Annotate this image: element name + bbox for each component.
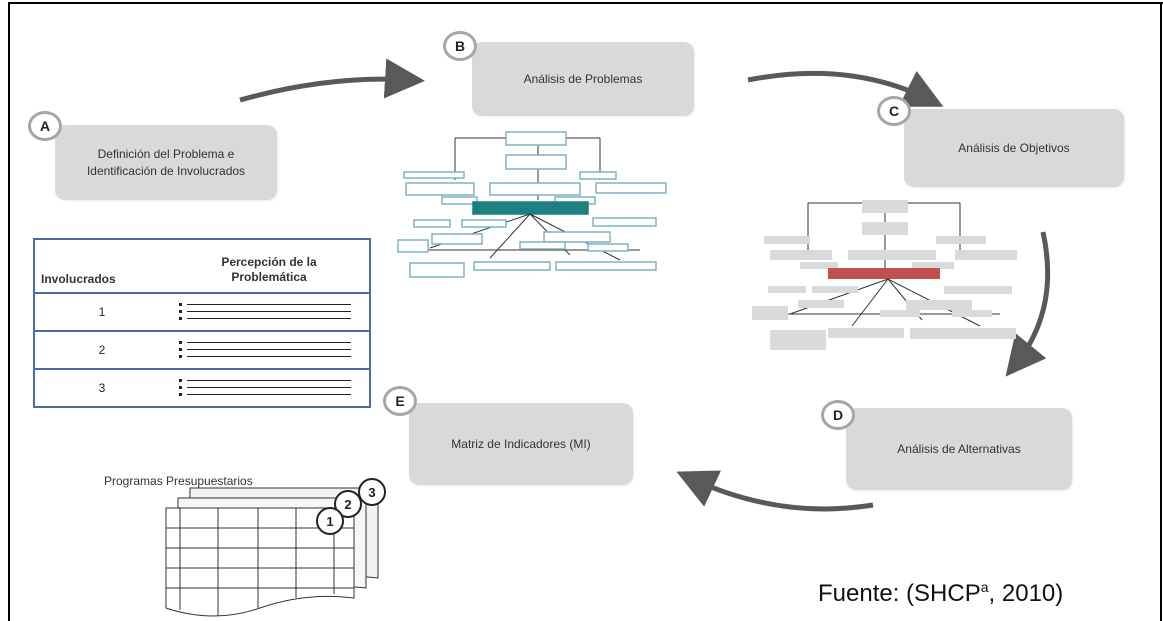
- step-a-badge: A: [28, 111, 62, 141]
- step-a-label-line1: Definición del Problema e: [97, 147, 235, 162]
- source-citation: Fuente: (SHCPa, 2010): [818, 579, 1063, 608]
- row-number: 2: [33, 330, 169, 370]
- row-number: 1: [33, 292, 169, 332]
- col-header-percepcion-line2: Problemática: [231, 270, 307, 285]
- step-c-label: Análisis de Objetivos: [958, 140, 1070, 155]
- table-row: 2: [33, 330, 371, 370]
- arrow-a-to-b: [239, 58, 425, 103]
- problem-tree: [397, 131, 667, 278]
- source-prefix: Fuente: (SHCP: [818, 580, 981, 607]
- step-e-badge: E: [383, 386, 417, 416]
- step-b-badge: B: [443, 31, 477, 61]
- objective-tree: [752, 200, 1017, 350]
- step-e-label: Matriz de Indicadores (MI): [451, 436, 591, 451]
- arrow-b-to-c: [747, 70, 944, 107]
- row-perception-lines: [169, 330, 371, 370]
- col-header-percepcion-line1: Percepción de la: [221, 254, 317, 269]
- step-c-box: Análisis de Objetivos: [904, 109, 1124, 187]
- sheet-1-badge: 1: [316, 507, 344, 535]
- step-a-label: Definición del Problema e Identificación…: [87, 146, 245, 178]
- source-superscript: a: [980, 579, 989, 595]
- row-perception-lines: [169, 368, 371, 408]
- frame-right-line: [1160, 2, 1162, 621]
- step-a-label-line2: Identificación de Involucrados: [86, 163, 246, 178]
- arrow-c-to-d: [1005, 231, 1051, 377]
- step-d-label: Análisis de Alternativas: [897, 441, 1021, 456]
- table-row: 3: [33, 368, 371, 408]
- col-header-percepcion: Percepción de la Problemática: [169, 238, 371, 294]
- table-row: 1: [33, 292, 371, 332]
- sheet-3-badge: 3: [358, 478, 386, 506]
- row-number: 3: [33, 368, 169, 408]
- step-b-label: Análisis de Problemas: [523, 71, 643, 86]
- step-d-box: Análisis de Alternativas: [846, 408, 1072, 490]
- table-header-row: Involucrados Percepción de la Problemáti…: [33, 238, 371, 294]
- step-a-box: Definición del Problema e Identificación…: [55, 125, 277, 200]
- programs-caption: Programas Presupuestarios: [104, 474, 253, 488]
- step-e-box: Matriz de Indicadores (MI): [409, 403, 633, 485]
- frame-left-line: [8, 2, 10, 621]
- frame-top-line: [8, 2, 1163, 4]
- col-header-involucrados: Involucrados: [33, 238, 169, 294]
- stakeholders-table: Involucrados Percepción de la Problemáti…: [33, 238, 371, 408]
- source-suffix: , 2010): [988, 580, 1064, 607]
- row-perception-lines: [169, 292, 371, 332]
- step-b-box: Análisis de Problemas: [472, 42, 694, 116]
- arrow-d-to-e: [676, 470, 874, 512]
- step-c-badge: C: [877, 96, 911, 126]
- step-d-badge: D: [821, 400, 855, 430]
